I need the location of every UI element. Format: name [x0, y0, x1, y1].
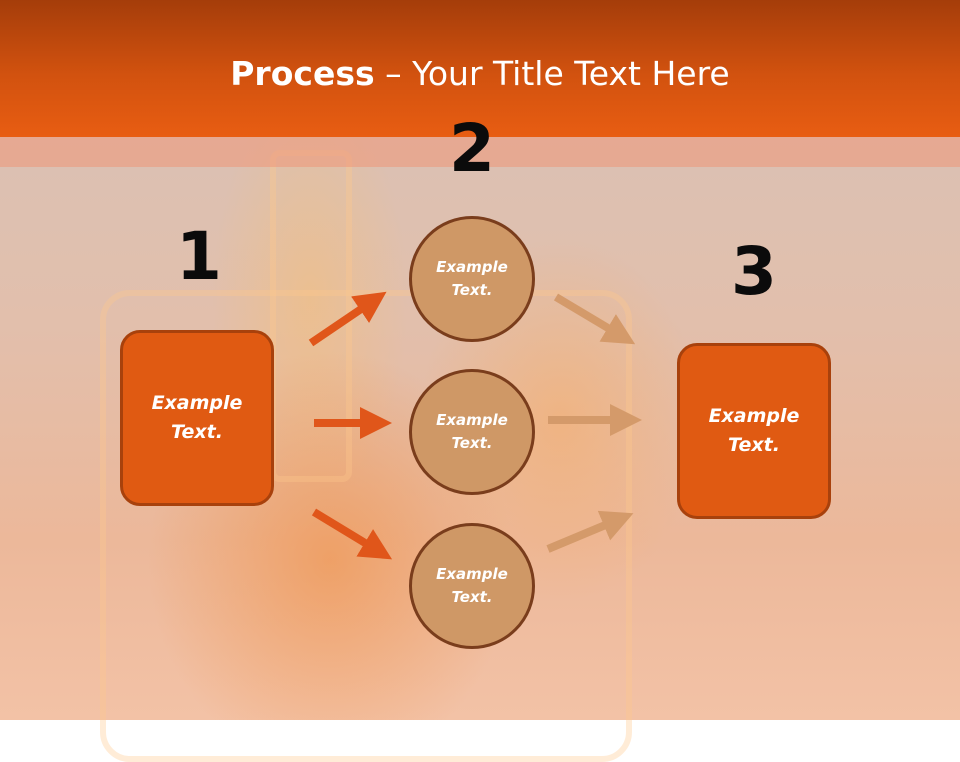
step-3-box: Example Text.: [677, 343, 831, 519]
step-1-box: Example Text.: [120, 330, 274, 506]
title-bar: [0, 0, 960, 137]
step-1-label: Example Text.: [151, 392, 243, 443]
slide-title: Process – Your Title Text Here: [0, 54, 960, 93]
arrow-2-top-to-3: [553, 293, 636, 345]
arrow-2-bottom-to-3: [546, 510, 634, 553]
title-bold: Process: [230, 54, 375, 93]
step-2-label-top: Example Text.: [436, 258, 508, 299]
connector-arrows: [308, 291, 642, 560]
step-2-circle-middle: Example Text.: [409, 369, 535, 495]
arrow-1-to-2-bottom: [311, 508, 393, 560]
title-band: [0, 137, 960, 167]
step-2-circle-top: Example Text.: [409, 216, 535, 342]
step-2-label-bottom: Example Text.: [436, 565, 508, 606]
step-number-3: 3: [731, 233, 777, 310]
step-number-1: 1: [176, 218, 222, 295]
step-3-label: Example Text.: [708, 405, 800, 456]
step-2-circle-bottom: Example Text.: [409, 523, 535, 649]
step-2-label-middle: Example Text.: [436, 411, 508, 452]
title-rest: – Your Title Text Here: [374, 54, 730, 93]
arrow-1-to-2-top: [308, 291, 387, 347]
step-number-2: 2: [449, 110, 495, 187]
